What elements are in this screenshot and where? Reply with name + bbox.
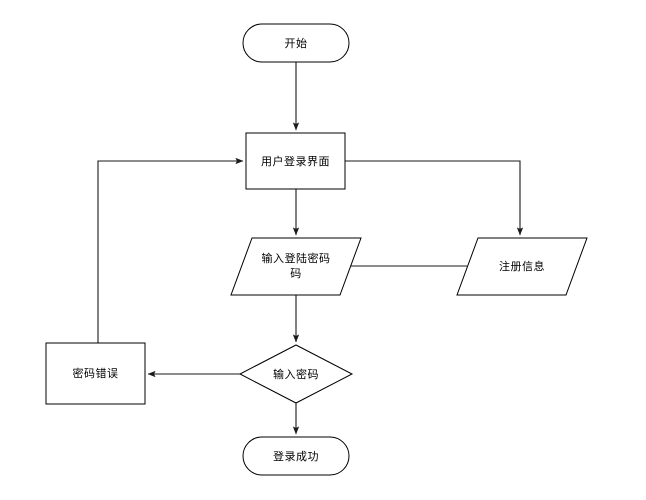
node-password-error-shape[interactable] bbox=[45, 342, 146, 405]
node-start-shape[interactable] bbox=[242, 23, 350, 63]
edges-group bbox=[97, 62, 524, 435]
node-login-screen-shape[interactable] bbox=[245, 132, 346, 190]
node-enter-login-password-shape[interactable] bbox=[230, 237, 362, 296]
edge-error-back-to-login bbox=[97, 157, 244, 343]
node-register-info-shape[interactable] bbox=[456, 237, 588, 296]
node-login-success-shape[interactable] bbox=[242, 436, 350, 476]
node-check-password-shape[interactable] bbox=[238, 344, 354, 404]
nodes-group bbox=[45, 23, 588, 476]
edge-login-to-register bbox=[345, 160, 524, 236]
